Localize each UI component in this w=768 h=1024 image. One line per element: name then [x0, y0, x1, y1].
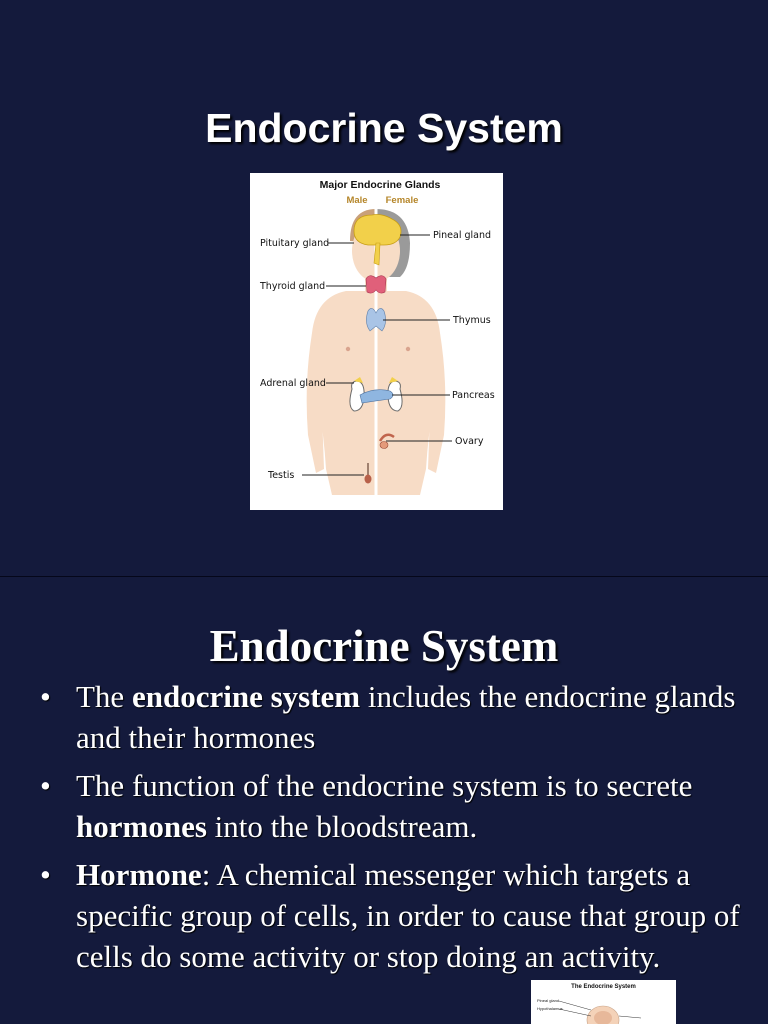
slide-2: [0, 577, 768, 1024]
bullet-list: • The endocrine system includes the endo…: [40, 676, 740, 984]
thymus-icon: [366, 308, 386, 332]
pancreas-icon: [359, 389, 394, 404]
thyroid-gland-icon: [365, 275, 387, 294]
diagram-leader-lines: [302, 234, 452, 476]
endocrine-glands-diagram: Major Endocrine Glands Male Female: [250, 173, 503, 510]
label-pancreas: Pancreas: [452, 390, 495, 401]
bold-term: endocrine system: [131, 679, 361, 714]
diagram-male-label: Male: [346, 195, 367, 206]
slide-1-title: Endocrine System: [205, 105, 563, 151]
bullet-item: • The endocrine system includes the endo…: [40, 676, 740, 758]
bullet-dot-icon: •: [40, 857, 51, 892]
label-adrenal-gland: Adrenal gland: [260, 378, 326, 389]
bullet-dot-icon: •: [40, 679, 51, 714]
label-pituitary-gland: Pituitary gland: [260, 238, 329, 249]
label-thyroid-gland: Thyroid gland: [259, 281, 325, 292]
diagram-female-label: Female: [386, 195, 419, 206]
ovary-icon: [378, 433, 395, 449]
label-thymus: Thymus: [452, 315, 491, 326]
bold-term: hormones: [76, 809, 207, 844]
label-pineal-gland: Pineal gland: [433, 230, 491, 241]
slide-1: Endocrine System Major Endocrine Glands …: [0, 0, 768, 577]
thumbnail-title: The Endocrine System: [571, 984, 636, 990]
bold-term: Hormone: [76, 857, 202, 892]
bullet-item: • The function of the endocrine system i…: [40, 765, 740, 847]
testis-icon: [364, 463, 372, 484]
endocrine-system-thumbnail: The Endocrine System Pineal gland Hypoth…: [531, 980, 676, 1024]
label-ovary: Ovary: [455, 436, 484, 447]
label-testis: Testis: [267, 470, 294, 481]
thumbnail-label-pineal: Pineal gland: [537, 998, 559, 1003]
bullet-dot-icon: •: [40, 768, 51, 803]
bullet-item: • Hormone: A chemical messenger which ta…: [40, 854, 740, 977]
brain-icon: [353, 214, 402, 266]
diagram-title: Major Endocrine Glands: [320, 179, 441, 191]
slide-2-title: Endocrine System: [209, 621, 559, 671]
thumbnail-label-hypothalamus: Hypothalamus: [537, 1006, 563, 1011]
